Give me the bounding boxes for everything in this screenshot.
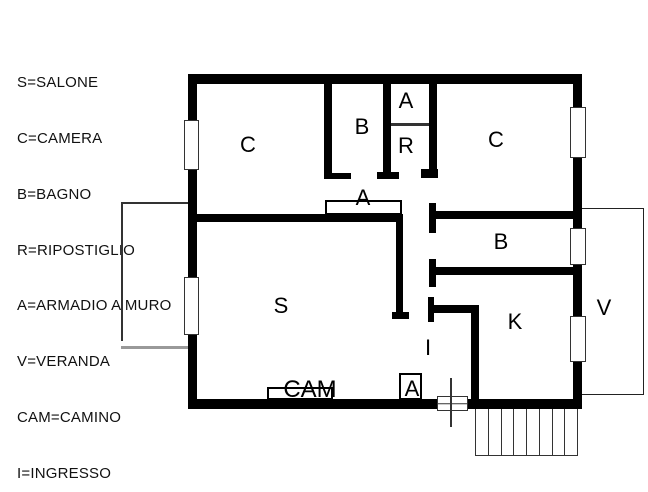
wall-end-cap xyxy=(392,312,409,319)
entry-door-symbol xyxy=(437,396,468,411)
legend-item-camera: C=CAMERA xyxy=(17,129,103,147)
room-label-ingresso: I xyxy=(424,335,432,360)
room-label-camera-left: C xyxy=(240,132,256,157)
room-label-camino: CAM xyxy=(283,376,337,403)
window-symbol-right-bagno xyxy=(570,228,586,265)
stair-tread xyxy=(553,409,566,455)
stair-tread xyxy=(540,409,553,455)
wall-exterior-bottom xyxy=(188,399,582,409)
room-label-armadio-hall: A xyxy=(355,185,371,210)
wall-exterior-top xyxy=(188,74,582,84)
legend-item-veranda: V=VERANDA xyxy=(17,353,111,371)
legend-item-camino: CAM=CAMINO xyxy=(17,408,122,426)
room-label-bagno-top: B xyxy=(354,114,370,139)
wall-hall-vertical xyxy=(396,214,403,313)
room-label-armadio-ingresso: A xyxy=(404,376,420,401)
window-symbol-right-cucina xyxy=(570,316,586,362)
wall-bagno-right-top xyxy=(435,211,573,219)
armadio-ripostiglio-shelf-line xyxy=(391,123,429,126)
wall-end-cap xyxy=(377,172,399,179)
stair-tread xyxy=(489,409,502,455)
armadio-hall-symbol xyxy=(325,200,402,215)
room-label-bagno-right: B xyxy=(493,229,509,254)
armadio-ingresso-symbol xyxy=(399,373,422,400)
wall-bagno-right-bottom xyxy=(435,267,573,275)
legend-item-bagno: B=BAGNO xyxy=(17,185,92,203)
wall-camera-bagno-divider xyxy=(324,84,332,173)
wall-exterior-left xyxy=(188,74,197,409)
wall-end-cap xyxy=(324,173,351,179)
balcony-top-edge xyxy=(121,202,188,204)
wall-ripostiglio-camera-divider xyxy=(429,84,437,169)
wall-cucina-left xyxy=(471,305,479,401)
wall-bagno-ripostiglio-divider xyxy=(383,84,391,172)
legend-item-armadio: A=ARMADIO A MURO xyxy=(17,297,172,315)
room-label-salone: S xyxy=(273,293,289,318)
stair-tread xyxy=(514,409,527,455)
veranda-outline xyxy=(582,208,644,395)
stair-tread xyxy=(476,409,489,455)
window-symbol-left-camera xyxy=(184,120,199,170)
entry-door-midline xyxy=(438,402,467,405)
wall-end-cap xyxy=(428,297,434,322)
camino-symbol xyxy=(267,387,333,400)
stair-tread xyxy=(502,409,515,455)
stairs-symbol xyxy=(475,409,578,456)
room-label-camera-right: C xyxy=(488,127,504,152)
window-symbol-right-camera xyxy=(570,107,586,158)
stair-tread xyxy=(565,409,577,455)
entry-door-swing-line xyxy=(450,378,452,427)
room-label-cucina: K xyxy=(507,309,523,334)
window-symbol-left-salone xyxy=(184,277,199,335)
room-label-ripostiglio: R xyxy=(398,133,414,158)
legend-item-ripostiglio: R=RIPOSTIGLIO xyxy=(17,241,136,259)
stair-tread xyxy=(527,409,540,455)
legend-item-ingresso: I=INGRESSO xyxy=(17,464,112,482)
legend: S=SALONE C=CAMERA B=BAGNO R=RIPOSTIGLIO … xyxy=(17,37,171,492)
balcony-bottom-edge xyxy=(121,346,188,349)
wall-cucina-top xyxy=(433,305,478,313)
wall-end-cap xyxy=(429,203,436,233)
legend-item-salone: S=SALONE xyxy=(17,74,99,92)
room-label-armadio-top: A xyxy=(398,88,414,113)
room-label-veranda: V xyxy=(596,295,612,320)
balcony-left-edge xyxy=(121,202,123,341)
wall-end-cap xyxy=(421,169,438,178)
wall-salone-top xyxy=(188,214,403,222)
wall-end-cap xyxy=(429,259,436,287)
